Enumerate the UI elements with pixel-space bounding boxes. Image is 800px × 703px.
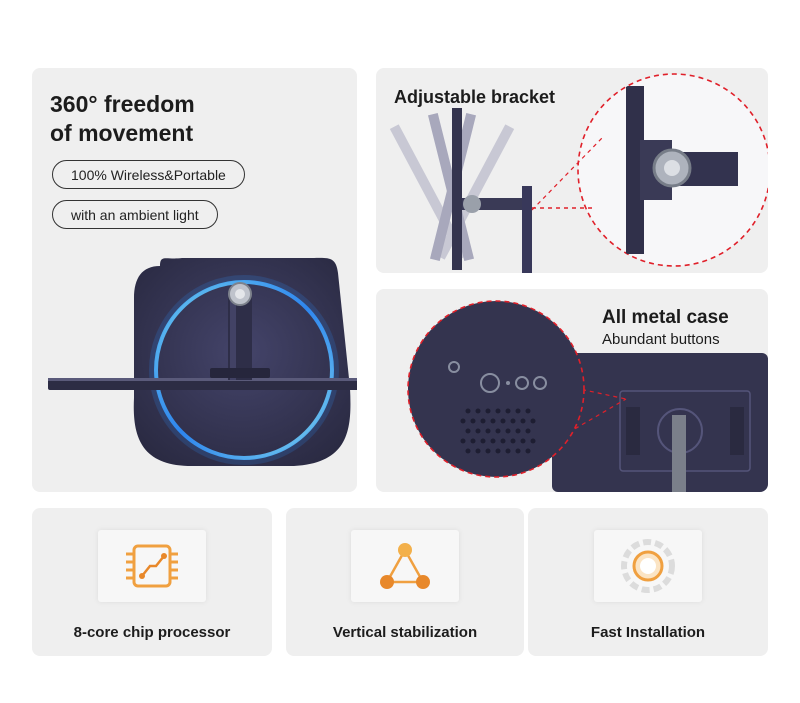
chip-icon-box — [98, 530, 206, 602]
main-title: 360° freedom of movement — [50, 90, 195, 148]
ambient-light-ring — [154, 280, 334, 460]
feature-card-installation: Fast Installation — [528, 508, 768, 656]
device-back-illustration — [48, 257, 357, 466]
screen-edge — [48, 378, 357, 390]
power-button-detail — [448, 361, 460, 373]
installation-icon-box — [594, 530, 702, 602]
main-title-line1: 360° freedom — [50, 91, 195, 117]
installation-icon — [621, 539, 675, 593]
chip-icon — [126, 544, 178, 588]
stabilization-icon-box — [351, 530, 459, 602]
metal-subtitle: Abundant buttons — [602, 331, 720, 348]
ambient-light-pill: with an ambient light — [52, 200, 218, 229]
bracket-title: Adjustable bracket — [394, 87, 556, 107]
stabilization-label: Vertical stabilization — [332, 624, 478, 641]
main-title-line2: of movement — [50, 120, 194, 146]
bracket-screen — [452, 108, 462, 270]
installation-label: Fast Installation — [590, 624, 706, 641]
feature-card-360-movement: 360° freedom of movement 100% Wireless&P… — [32, 68, 357, 492]
metal-case-illustration — [407, 300, 768, 492]
chip-label: 8-core chip processor — [73, 624, 231, 641]
stabilization-icon — [380, 543, 430, 589]
feature-card-stabilization: Vertical stabilization — [286, 508, 524, 656]
metal-title: All metal case — [602, 307, 729, 328]
feature-card-chip: 8-core chip processor — [32, 508, 272, 656]
feature-card-adjustable-bracket: Adjustable bracket — [376, 68, 768, 273]
wireless-pill: 100% Wireless&Portable — [52, 160, 245, 189]
bracket-illustration — [389, 73, 768, 273]
speaker-grille — [460, 408, 536, 454]
feature-card-metal-case: All metal case Abundant buttons — [376, 289, 768, 492]
